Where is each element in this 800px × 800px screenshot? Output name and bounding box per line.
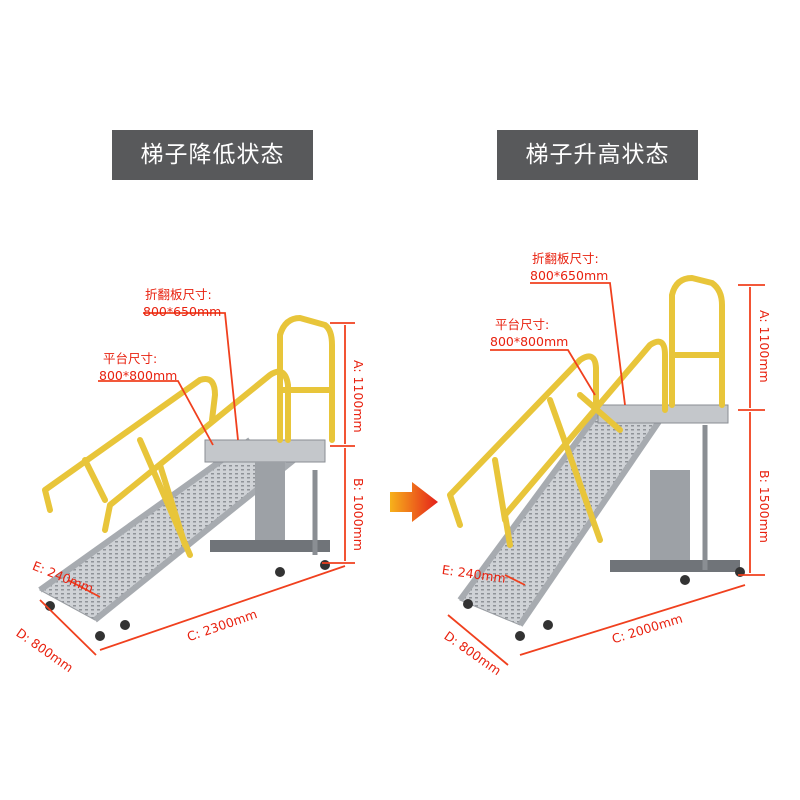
lowered-state-title: 梯子降低状态 xyxy=(112,130,313,180)
lowered-ladder xyxy=(38,315,335,641)
left-dim-b: B: 1000mm xyxy=(351,478,366,551)
right-platform-label: 平台尺寸: xyxy=(495,317,550,332)
left-platform-label: 平台尺寸: xyxy=(103,351,158,366)
left-platform xyxy=(204,439,326,463)
right-dim-b: B: 1500mm xyxy=(757,470,772,543)
left-dim-a: A: 1100mm xyxy=(351,360,366,433)
left-flap-label: 折翻板尺寸: xyxy=(145,287,212,302)
right-stair-treads xyxy=(459,409,661,626)
left-handrails xyxy=(42,315,335,558)
dimension-lines xyxy=(39,282,765,666)
raised-ladder xyxy=(447,275,745,641)
right-dim-a: A: 1100mm xyxy=(757,310,772,383)
transition-arrow-icon xyxy=(390,482,438,522)
right-platform-size: 800*800mm xyxy=(490,334,569,349)
left-platform-size: 800*800mm xyxy=(99,368,178,383)
left-flap-size: 800*650mm xyxy=(143,304,222,319)
right-flap-size: 800*650mm xyxy=(530,268,609,283)
raised-state-title: 梯子升高状态 xyxy=(497,130,698,180)
right-handrails xyxy=(447,275,725,548)
right-flap-label: 折翻板尺寸: xyxy=(532,251,599,266)
